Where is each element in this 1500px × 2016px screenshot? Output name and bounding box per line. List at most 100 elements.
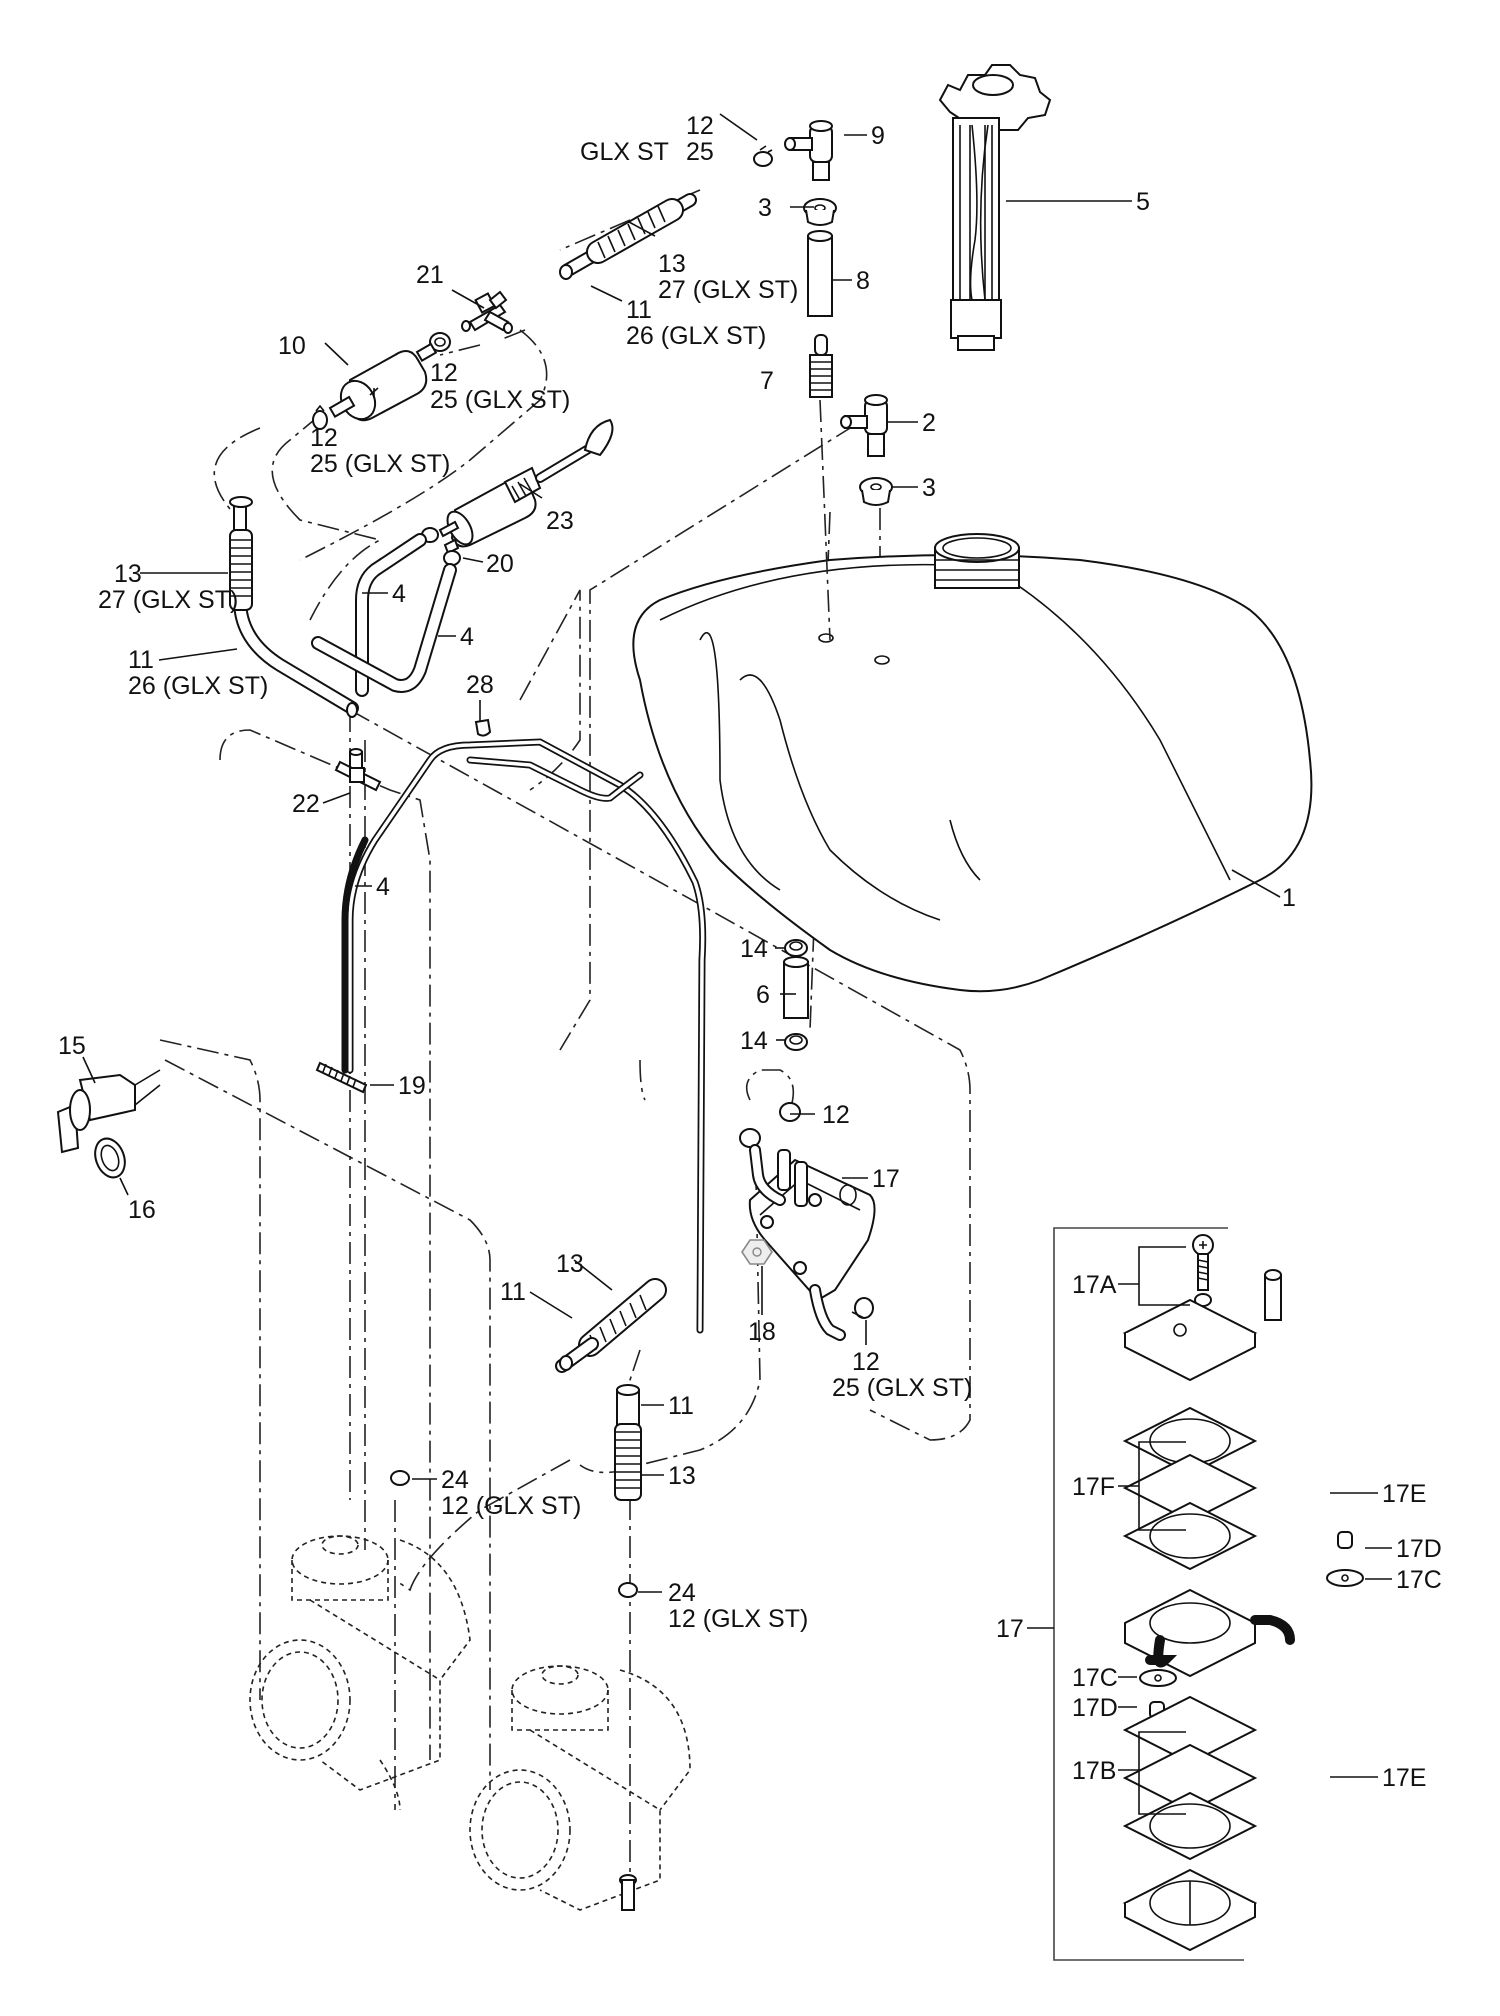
clamp-12-out [851,1297,874,1319]
carburetor-a [249,1535,471,1811]
hose-8 [807,230,833,317]
callout-24-b-line1: 24 [668,1579,696,1607]
callout-14-b: 14 [740,1027,768,1055]
kit-gasket-17b [1122,1695,1258,1861]
callout-12-out-line1: 12 [852,1348,880,1376]
callout-9: 9 [871,122,885,150]
repair-kit-frame [1053,1227,1364,1961]
callout-7: 7 [760,367,774,395]
callout-12-tee-line2: 25 (GLX ST) [430,386,570,414]
callout-15: 15 [58,1032,86,1060]
clamp-12-top [753,145,773,167]
callout-12-tee-line1: 12 [430,359,458,387]
kit-label-17f: 17F [1072,1473,1115,1501]
callout-13-top-line1: 13 [658,250,686,278]
callout-12-pump: 12 [822,1101,850,1129]
kit-label-17a: 17A [1072,1271,1117,1299]
callout-22: 22 [292,790,320,818]
clamp-24-a [390,1470,410,1486]
callout-11-left-line1: 11 [128,646,154,674]
clamp-12-pump-a [779,1102,801,1122]
carburetor-b [469,1665,691,1911]
kit-17d-17c-top [1326,1531,1364,1587]
callout-11-left-line2: 26 (GLX ST) [128,672,268,700]
callout-8: 8 [856,267,870,295]
clamp-20-b [443,550,461,566]
callout-24-b-line2: 12 (GLX ST) [668,1605,808,1633]
hose-11-top [559,193,697,280]
kit-cover-plate [1122,1269,1282,1382]
callout-13-top-line2: 27 (GLX ST) [658,276,798,304]
clamp-14-a [784,939,808,957]
tee-fitting-22 [334,748,382,792]
kit-label-17c-low: 17C [1072,1664,1118,1692]
callout-12-out-line2: 25 (GLX ST) [832,1374,972,1402]
grommet-3-top [803,198,837,226]
callout-12-filter-line2: 25 (GLX ST) [310,450,450,478]
callout-23: 23 [546,507,574,535]
kit-base-plate [1122,1868,1258,1952]
callout-13-low: 13 [668,1462,696,1490]
callout-10: 10 [278,332,306,360]
callout-12-filter-line1: 12 [310,424,338,452]
kit-label-17c-top: 17C [1396,1566,1442,1594]
fuel-line-4-long [346,738,707,1334]
callout-4-b: 4 [460,623,474,651]
kit-label-17d-low: 17D [1072,1694,1118,1722]
callout-18: 18 [748,1318,776,1346]
hose-6 [783,956,809,1019]
spring-19 [315,1061,368,1094]
callout-24-a-line1: 24 [441,1466,469,1494]
leader-lines [82,113,1392,1815]
hose-11-mid [555,1278,667,1373]
callout-13-left-line1: 13 [114,560,142,588]
hose-11-low [614,1384,642,1501]
callout-16: 16 [128,1196,156,1224]
callout-2: 2 [922,409,936,437]
callout-13-mid: 13 [556,1250,584,1278]
callout-28: 28 [466,671,494,699]
kit-gasket-17f [1122,1406,1258,1571]
callout-12-top-line1: 12 [686,112,714,140]
callout-20: 20 [486,550,514,578]
callout-11-mid: 11 [500,1278,526,1306]
kit-label-17b: 17B [1072,1757,1116,1785]
callout-11-low: 11 [668,1392,694,1420]
hose-4-a [355,533,427,697]
grommet-3-low [859,477,893,506]
clip-28 [474,718,492,737]
clamp-12-tee [429,332,451,352]
kit-label-17e-low: 17E [1382,1764,1426,1792]
clamp-14-b [784,1033,808,1051]
clamp-12-filter [312,404,328,430]
callout-12-top-prefix: GLX ST [580,138,669,166]
fuel-pump-17 [748,1144,876,1341]
elbow-fitting-9 [784,120,833,181]
callout-11-top-line1: 11 [626,296,652,324]
callout-21: 21 [416,261,444,289]
callout-14-a: 14 [740,935,768,963]
callout-labels: 1 2 3 3 4 4 4 5 6 7 8 9 10 GLX ST 12 25 … [58,112,1442,1792]
callout-4-a: 4 [392,580,406,608]
kit-label-17e-top: 17E [1382,1480,1426,1508]
kit-17a-screw [1192,1234,1214,1307]
fuel-tank [632,533,1313,993]
fuel-gauge-sender [938,64,1052,351]
callout-3-top: 3 [758,194,772,222]
callout-4-c: 4 [376,873,390,901]
callout-13-left-line2: 27 (GLX ST) [98,586,238,614]
callout-19: 19 [398,1072,426,1100]
fuel-filter-10 [328,342,438,422]
callout-3-low: 3 [922,474,936,502]
kit-pump-body [1124,1588,1295,1678]
callout-1: 1 [1282,884,1296,912]
nut-16 [94,1137,126,1179]
clamp-24-b [618,1582,638,1598]
kit-label-17: 17 [996,1615,1024,1643]
callout-11-top-line2: 26 (GLX ST) [626,322,766,350]
callout-24-a-line2: 12 (GLX ST) [441,1492,581,1520]
callout-12-top-line2: 25 [686,138,714,166]
elbow-fitting-2 [840,394,888,457]
callout-17: 17 [872,1165,900,1193]
